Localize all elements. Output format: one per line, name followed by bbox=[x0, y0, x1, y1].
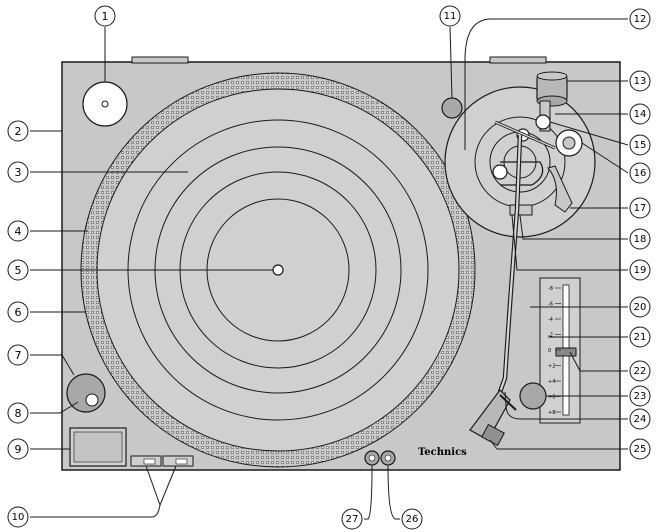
arm-rest bbox=[509, 204, 533, 216]
callout-circle bbox=[629, 259, 651, 281]
callout-circle bbox=[7, 438, 29, 460]
callout-circle bbox=[629, 408, 651, 430]
callout-label: 3 bbox=[15, 166, 22, 179]
callout-circle bbox=[629, 360, 651, 382]
callout-label: 17 bbox=[634, 203, 647, 214]
callout-label: 21 bbox=[634, 332, 647, 343]
callout-circle bbox=[629, 228, 651, 250]
callout-label: 10 bbox=[12, 512, 25, 523]
callout-circle bbox=[7, 301, 29, 323]
callout-circle bbox=[629, 134, 651, 156]
callout-circle bbox=[7, 161, 29, 183]
pitch-scale-label: +4 bbox=[548, 379, 555, 385]
callout-label: 18 bbox=[634, 234, 647, 245]
callout-label: 19 bbox=[634, 265, 647, 276]
callout-label: 16 bbox=[634, 168, 647, 179]
callout-circle bbox=[629, 296, 651, 318]
callout-circle bbox=[439, 5, 461, 27]
callout-label: 4 bbox=[15, 225, 22, 238]
pitch-scale-label: -8 bbox=[548, 286, 553, 292]
callout-label: 20 bbox=[634, 302, 647, 313]
pitch-scale-label: -2 bbox=[548, 333, 553, 339]
chassis-tab-left bbox=[131, 56, 189, 64]
callout-circle bbox=[629, 8, 651, 30]
callout-circle bbox=[629, 438, 651, 460]
pitch-scale-label: +2 bbox=[548, 364, 555, 370]
pitch-slider bbox=[539, 277, 581, 424]
callout-circle bbox=[401, 508, 423, 530]
callout-label: 26 bbox=[406, 514, 419, 525]
callout-label: 5 bbox=[15, 264, 22, 277]
callout-circle bbox=[629, 385, 651, 407]
headshell bbox=[469, 389, 517, 447]
brand-logo: Technics bbox=[418, 447, 467, 458]
callout-circle bbox=[94, 5, 116, 27]
chassis-tab-right bbox=[489, 56, 547, 64]
arm-lift-lever bbox=[547, 165, 573, 213]
strobe-light-knob bbox=[441, 97, 463, 119]
callout-circle bbox=[7, 402, 29, 424]
pitch-scale-label: 0 bbox=[548, 348, 551, 354]
callout-circle bbox=[7, 506, 29, 528]
callout-circle bbox=[341, 508, 363, 530]
callout-label: 22 bbox=[634, 366, 647, 377]
callout-circle bbox=[7, 344, 29, 366]
callout-label: 2 bbox=[15, 125, 22, 138]
callout-label: 13 bbox=[634, 76, 647, 87]
pitch-slider-knob bbox=[555, 347, 577, 357]
callout-circle bbox=[629, 162, 651, 184]
adaptor-holder bbox=[82, 81, 128, 127]
spindle bbox=[272, 264, 284, 276]
pitch-scale-label: +6 bbox=[548, 395, 555, 401]
power-knob bbox=[66, 373, 106, 413]
callout-label: 14 bbox=[634, 109, 647, 120]
callout-label: 12 bbox=[634, 14, 647, 25]
callout-label: 23 bbox=[634, 391, 647, 402]
callout-label: 6 bbox=[15, 306, 22, 319]
callout-label: 25 bbox=[634, 444, 647, 455]
anti-skate-knob bbox=[535, 114, 551, 130]
callout-label: 7 bbox=[15, 349, 22, 362]
callout-circle bbox=[7, 120, 29, 142]
arm-lift-knob bbox=[519, 382, 547, 410]
callout-label: 8 bbox=[15, 407, 22, 420]
callout-circle bbox=[629, 103, 651, 125]
callout-label: 15 bbox=[634, 140, 647, 151]
callout-circle bbox=[629, 197, 651, 219]
callout-label: 9 bbox=[15, 443, 22, 456]
callout-label: 1 bbox=[102, 10, 109, 23]
power-indicator bbox=[85, 393, 99, 407]
callout-circle bbox=[7, 220, 29, 242]
pitch-scale-label: -6 bbox=[548, 302, 553, 308]
pitch-scale-label: +8 bbox=[548, 410, 555, 416]
callout-circle bbox=[629, 326, 651, 348]
callout-label: 27 bbox=[346, 514, 359, 525]
callout-label: 24 bbox=[634, 414, 647, 425]
leader-lines bbox=[30, 18, 629, 520]
callout-circle bbox=[629, 70, 651, 92]
callout-circle bbox=[7, 259, 29, 281]
callout-label: 11 bbox=[444, 11, 457, 22]
pitch-scale-label: -4 bbox=[548, 317, 553, 323]
